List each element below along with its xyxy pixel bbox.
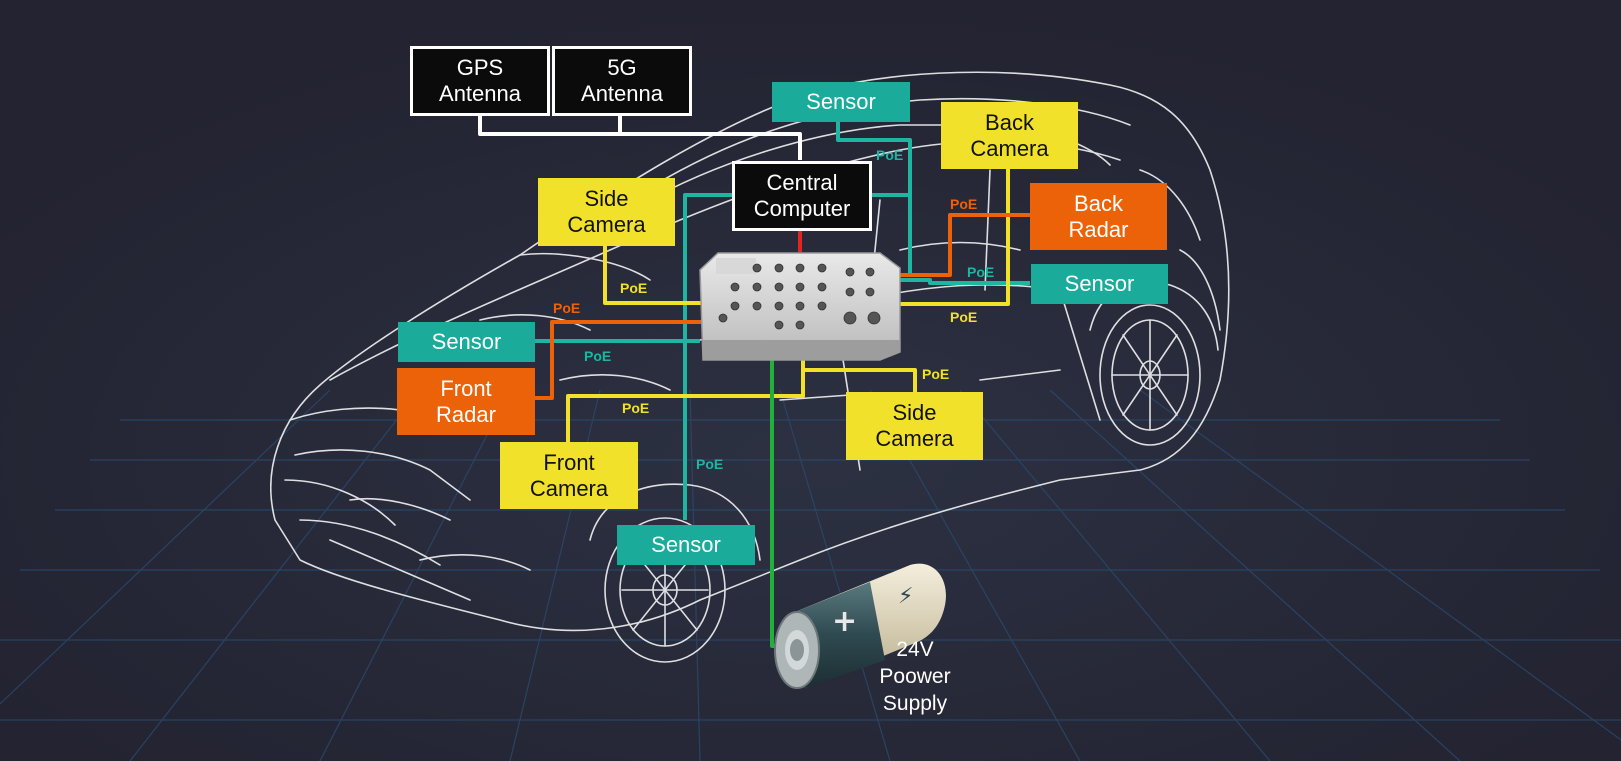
battery-plus-icon: + <box>832 604 858 639</box>
lightning-bolt-icon: ⚡ <box>898 584 914 609</box>
poe-label-side-camera-right: PoE <box>922 366 950 382</box>
poe-label-back-camera: PoE <box>950 309 978 325</box>
front-radar-box: Front Radar <box>397 368 535 435</box>
network-switch <box>699 252 901 361</box>
poe-label-side-camera-left: PoE <box>620 280 648 296</box>
poe-label-front-radar: PoE <box>553 300 581 316</box>
sensor-left-box: Sensor <box>398 322 535 362</box>
battery-icon <box>774 563 946 689</box>
sensor-top-box: Sensor <box>772 82 910 122</box>
poe-label-sensor-top: PoE <box>876 147 904 163</box>
side-camera-left-box: Side Camera <box>538 178 675 246</box>
poe-label-sensor-right: PoE <box>967 264 995 280</box>
poe-label-sensor-bottom: PoE <box>696 456 724 472</box>
sensor-bottom-box: Sensor <box>617 525 755 565</box>
back-camera-box: Back Camera <box>941 102 1078 169</box>
gps-antenna-box: GPS Antenna <box>410 46 550 116</box>
side-camera-right-box: Side Camera <box>846 392 983 460</box>
power-supply-label: 24V Poower Supply <box>879 638 951 715</box>
connections <box>478 112 1030 648</box>
poe-label-sensor-left: PoE <box>584 348 612 364</box>
poe-label-back-radar: PoE <box>950 196 978 212</box>
back-radar-box: Back Radar <box>1030 183 1167 250</box>
front-camera-box: Front Camera <box>500 442 638 509</box>
central-computer-box: Central Computer <box>732 161 872 231</box>
poe-label-front-camera: PoE <box>622 400 650 416</box>
5g-antenna-box: 5G Antenna <box>552 46 692 116</box>
sensor-right-box: Sensor <box>1031 264 1168 304</box>
